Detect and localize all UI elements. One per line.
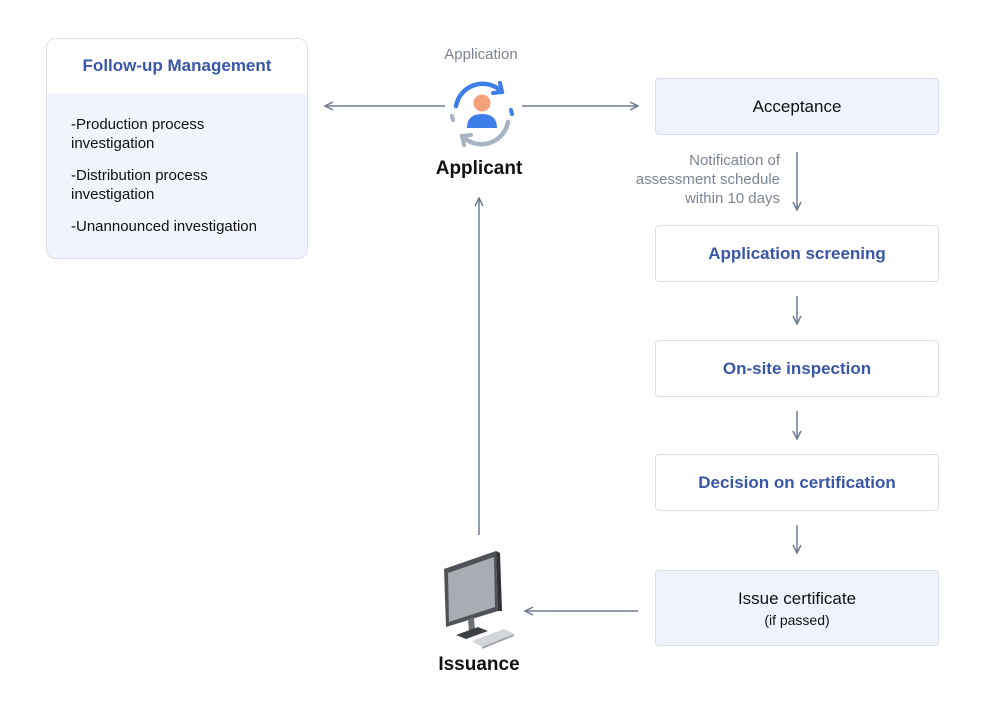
followup-item-distribution: -Distribution process investigation [71, 167, 208, 203]
issue-certificate-subtitle: (if passed) [764, 611, 830, 628]
followup-item-unannounced: -Unannounced investigation [71, 218, 257, 235]
followup-title: Follow-up Management [47, 39, 307, 93]
notification-text: Notification of assessment schedule with… [598, 151, 780, 208]
application-label: Application [444, 46, 518, 63]
followup-management-box: Follow-up Management -Production process… [46, 38, 308, 259]
notification-line-2: assessment schedule [635, 171, 780, 188]
notification-line-3: within 10 days [684, 190, 780, 207]
step-onsite-inspection: On-site inspection [655, 340, 939, 397]
issuance-label: Issuance [438, 654, 520, 675]
step-application-screening: Application screening [655, 225, 939, 282]
step-issue-certificate: Issue certificate (if passed) [655, 570, 939, 646]
applicant-icon [444, 76, 520, 152]
notification-line-1: Notification of [689, 152, 780, 169]
issue-certificate-title: Issue certificate [737, 588, 857, 608]
computer-icon [438, 549, 518, 649]
step-decision-on-certification: Decision on certification [655, 454, 939, 511]
followup-item-production: -Production process investigation [71, 116, 205, 152]
applicant-label: Applicant [435, 158, 523, 179]
followup-list: -Production process investigation -Distr… [47, 93, 307, 236]
step-acceptance: Acceptance [655, 78, 939, 135]
